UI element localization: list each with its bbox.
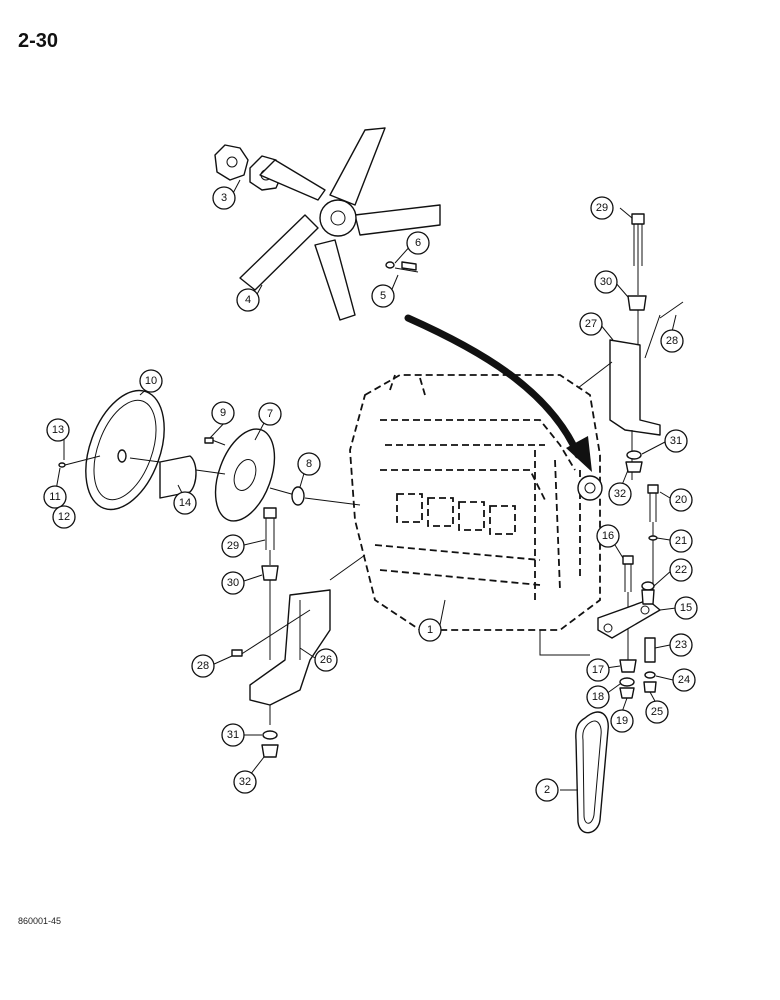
drive-belt (575, 711, 609, 834)
svg-text:20: 20 (675, 494, 687, 506)
svg-text:24: 24 (678, 674, 690, 686)
callout-7: 7 (258, 402, 282, 426)
svg-text:10: 10 (145, 375, 157, 387)
svg-text:29: 29 (596, 202, 608, 214)
callout-18: 18 (586, 685, 610, 709)
svg-text:30: 30 (227, 577, 239, 589)
svg-text:28: 28 (197, 660, 209, 672)
callout-9: 9 (211, 401, 235, 425)
svg-text:3: 3 (221, 192, 227, 204)
svg-text:32: 32 (239, 776, 251, 788)
callout-32-right: 32 (608, 482, 632, 506)
svg-text:22: 22 (675, 564, 687, 576)
callout-19: 19 (610, 709, 634, 733)
callout-24: 24 (672, 668, 696, 692)
callout-28-right: 28 (660, 329, 684, 353)
callout-22: 22 (669, 558, 693, 582)
callout-21: 21 (669, 529, 693, 553)
svg-text:4: 4 (245, 294, 251, 306)
svg-text:19: 19 (616, 715, 628, 727)
svg-text:6: 6 (415, 237, 421, 249)
callout-30-left: 30 (221, 571, 245, 595)
svg-text:29: 29 (227, 540, 239, 552)
svg-text:12: 12 (58, 511, 70, 523)
cooling-fan (239, 127, 441, 321)
callout-2: 2 (535, 778, 559, 802)
svg-text:31: 31 (227, 729, 239, 741)
svg-text:15: 15 (680, 602, 692, 614)
tensioner-bolt (647, 484, 659, 600)
callout-4: 4 (236, 288, 260, 312)
svg-text:27: 27 (585, 318, 597, 330)
callout-30-top: 30 (594, 270, 618, 294)
callout-29-left: 29 (221, 534, 245, 558)
callout-14: 14 (173, 491, 197, 515)
callout-20: 20 (669, 488, 693, 512)
svg-text:7: 7 (267, 408, 273, 420)
flywheel-coupling-assembly (58, 389, 361, 522)
svg-text:1: 1 (427, 624, 433, 636)
callout-1: 1 (418, 618, 442, 642)
svg-text:9: 9 (220, 407, 226, 419)
svg-text:23: 23 (675, 639, 687, 651)
callout-5: 5 (371, 284, 395, 308)
svg-text:2: 2 (544, 784, 550, 796)
callout-17: 17 (586, 658, 610, 682)
engine-mount-bracket-right (577, 301, 684, 480)
callout-26: 26 (314, 648, 338, 672)
figure-code: 860001-45 (18, 916, 62, 926)
svg-text:18: 18 (592, 691, 604, 703)
assembly-arrow (404, 314, 582, 459)
callout-3: 3 (212, 186, 236, 210)
page-number: 2-30 (18, 30, 59, 52)
svg-text:17: 17 (592, 664, 604, 676)
svg-text:5: 5 (380, 290, 386, 302)
tensioner-arm (597, 581, 661, 699)
callout-25: 25 (645, 700, 669, 724)
callout-29-top: 29 (590, 196, 614, 220)
callout-16: 16 (596, 524, 620, 548)
callout-27: 27 (579, 312, 603, 336)
engine-block (349, 374, 603, 656)
callout-28-left: 28 (191, 654, 215, 678)
callout-6: 6 (406, 231, 430, 255)
svg-text:30: 30 (600, 276, 612, 288)
callout-32-left: 32 (233, 770, 257, 794)
callout-12: 12 (52, 505, 76, 529)
engine-mount-bracket-left (231, 507, 366, 758)
svg-text:31: 31 (670, 435, 682, 447)
svg-text:28: 28 (666, 335, 678, 347)
callout-15: 15 (674, 596, 698, 620)
svg-text:13: 13 (52, 424, 64, 436)
svg-text:8: 8 (306, 458, 312, 470)
svg-text:11: 11 (49, 491, 60, 503)
svg-text:32: 32 (614, 488, 626, 500)
callout-31-left: 31 (221, 723, 245, 747)
svg-text:21: 21 (675, 535, 687, 547)
svg-text:16: 16 (602, 530, 614, 542)
callout-8: 8 (297, 452, 321, 476)
svg-text:26: 26 (320, 654, 332, 666)
mount-bolt-top (627, 213, 647, 345)
svg-text:14: 14 (179, 497, 191, 509)
callout-31-right: 31 (664, 429, 688, 453)
svg-text:25: 25 (651, 706, 663, 718)
callout-13: 13 (46, 418, 70, 442)
fan-bolt-washer (385, 261, 419, 273)
callout-23: 23 (669, 633, 693, 657)
callout-11: 11 (43, 485, 67, 509)
callout-10: 10 (139, 369, 163, 393)
